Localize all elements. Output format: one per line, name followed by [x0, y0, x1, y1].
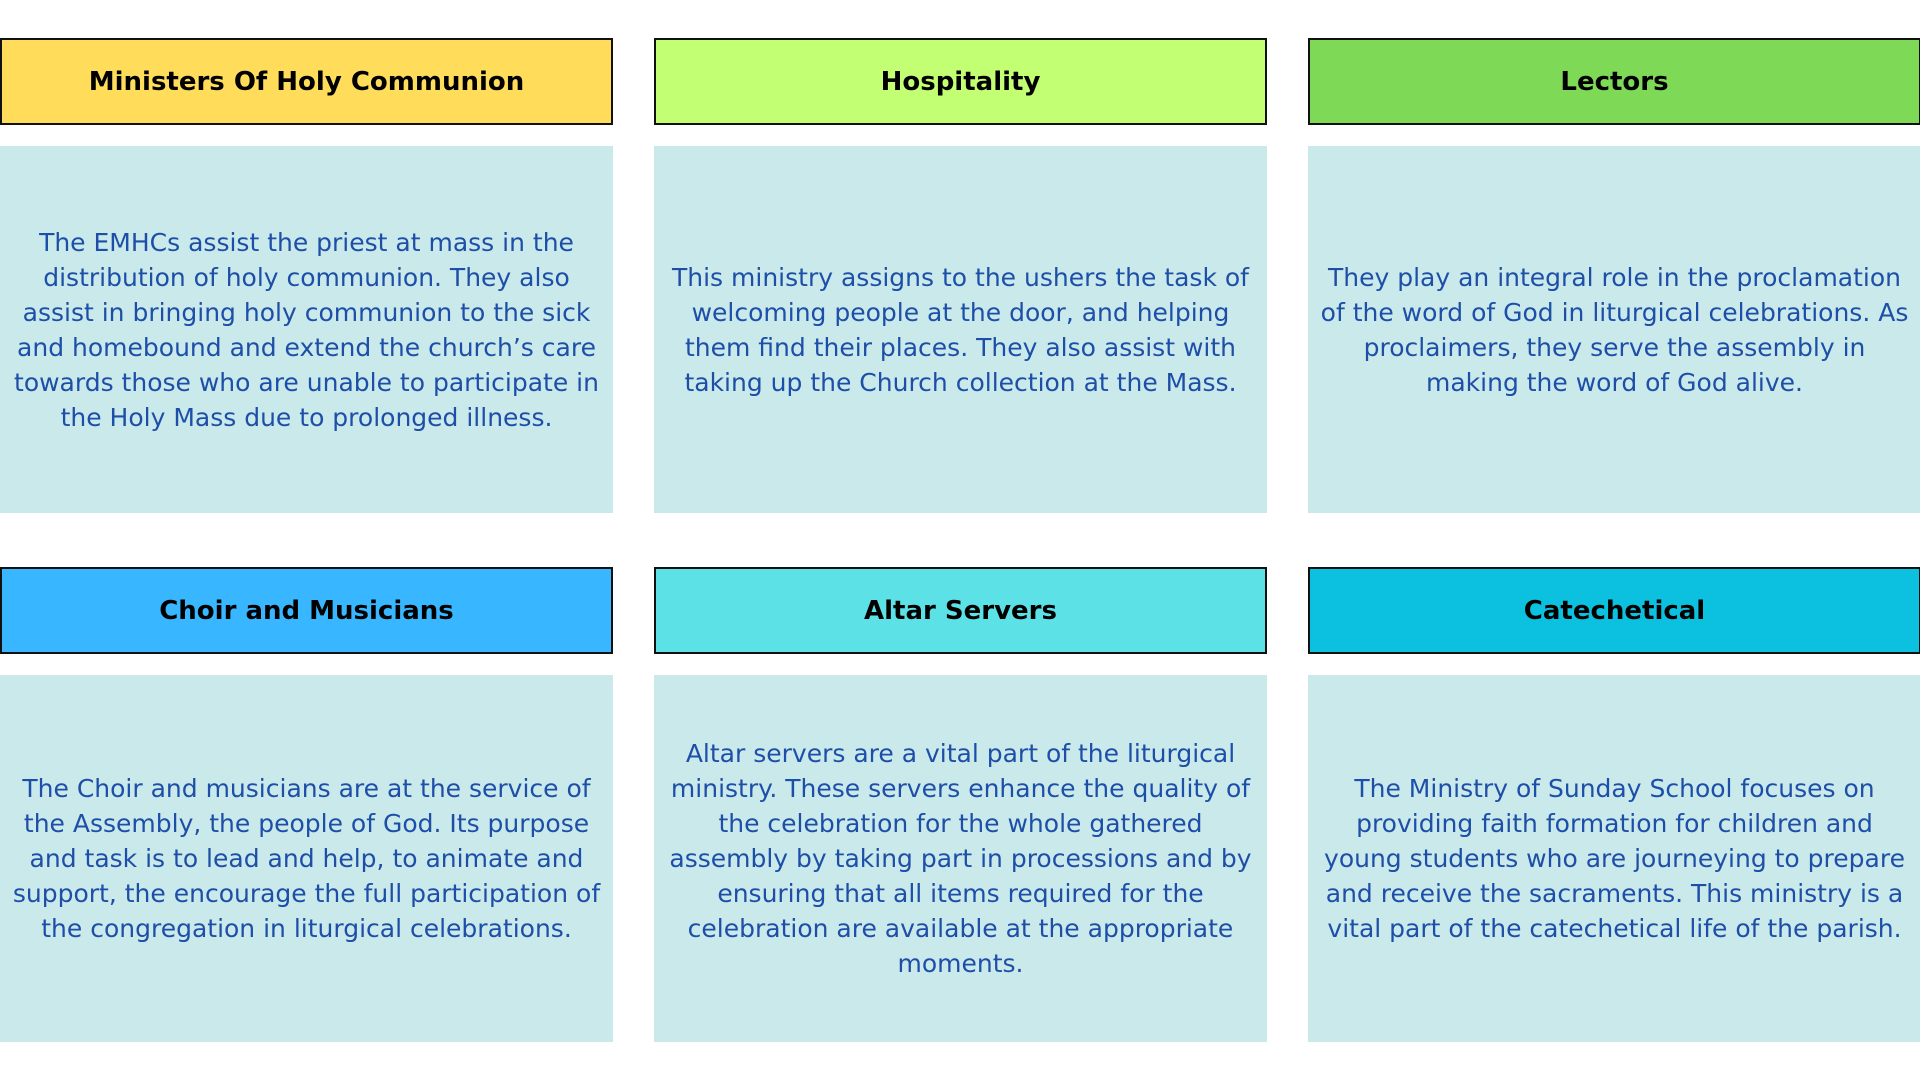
- card-body-catechetical: The Ministry of Sunday School focuses on…: [1308, 675, 1920, 1042]
- card-title: Lectors: [1560, 66, 1669, 97]
- card-header-lectors: Lectors: [1308, 38, 1920, 125]
- card-body-choir-and-musicians: The Choir and musicians are at the servi…: [0, 675, 613, 1042]
- card-title: Choir and Musicians: [159, 595, 454, 626]
- card-title: Catechetical: [1523, 595, 1706, 626]
- card-description: The EMHCs assist the priest at mass in t…: [14, 227, 599, 432]
- card-header-catechetical: Catechetical: [1308, 567, 1920, 654]
- card-body-hospitality: This ministry assigns to the ushers the …: [654, 146, 1267, 513]
- card-title: Hospitality: [880, 66, 1041, 97]
- card-description: The Ministry of Sunday School focuses on…: [1324, 774, 1905, 943]
- card-header-ministers-of-holy-communion: Ministers Of Holy Communion: [0, 38, 613, 125]
- card-title: Altar Servers: [864, 595, 1057, 626]
- card-description: The Choir and musicians are at the servi…: [12, 774, 601, 943]
- card-body-lectors: They play an integral role in the procla…: [1308, 146, 1920, 513]
- card-description: They play an integral role in the procla…: [1320, 262, 1909, 397]
- card-header-choir-and-musicians: Choir and Musicians: [0, 567, 613, 654]
- card-description: This ministry assigns to the ushers the …: [672, 262, 1249, 397]
- card-body-ministers-of-holy-communion: The EMHCs assist the priest at mass in t…: [0, 146, 613, 513]
- card-header-altar-servers: Altar Servers: [654, 567, 1267, 654]
- card-body-altar-servers: Altar servers are a vital part of the li…: [654, 675, 1267, 1042]
- card-header-hospitality: Hospitality: [654, 38, 1267, 125]
- card-description: Altar servers are a vital part of the li…: [669, 739, 1252, 978]
- card-title: Ministers Of Holy Communion: [88, 66, 525, 97]
